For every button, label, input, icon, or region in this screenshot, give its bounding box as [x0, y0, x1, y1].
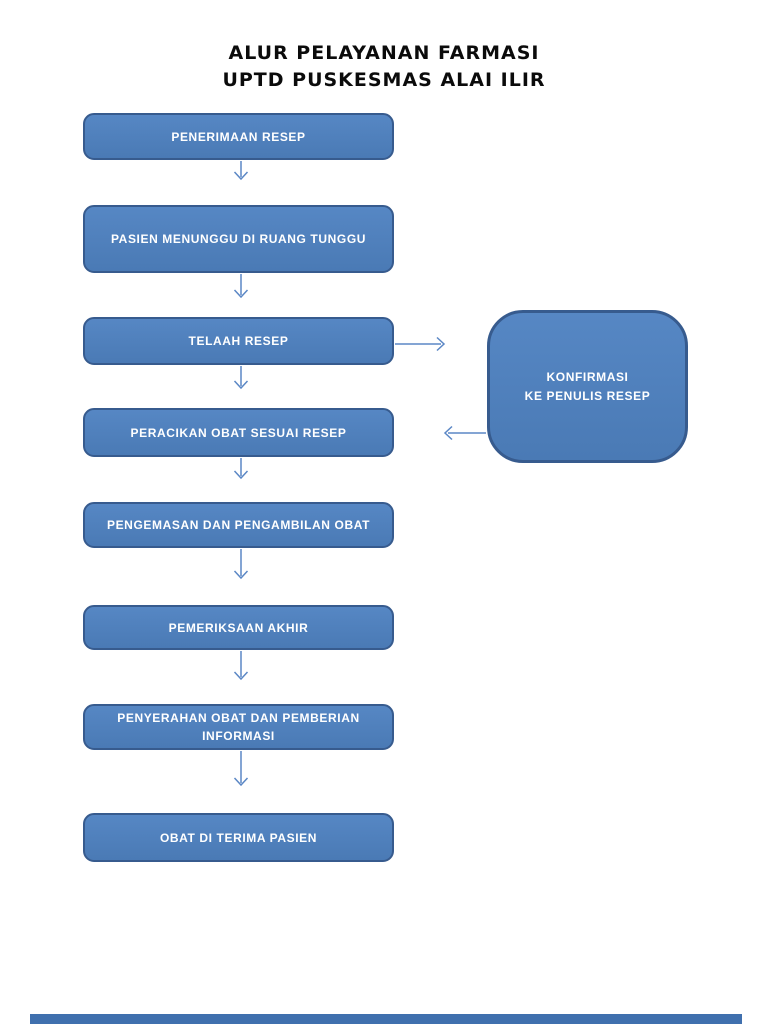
flow-step-label: PEMERIKSAAN AKHIR [168, 620, 309, 635]
flow-step-label: PERACIKAN OBAT SESUAI RESEP [130, 425, 347, 440]
flow-step-label: PASIEN MENUNGGU DI RUANG TUNGGU [110, 232, 367, 246]
konfirmasi-box: KONFIRMASI KE PENULIS RESEP [487, 310, 688, 463]
flow-step-peracikan-obat: PERACIKAN OBAT SESUAI RESEP [83, 408, 394, 457]
konfirmasi-line-1: KONFIRMASI [546, 369, 629, 384]
flow-step-telaah-resep: TELAAH RESEP [83, 317, 394, 365]
flow-step-label: PENGEMASAN DAN PENGAMBILAN OBAT [106, 518, 371, 532]
flow-step-obat-diterima: OBAT DI TERIMA PASIEN [83, 813, 394, 862]
flow-step-pasien-menunggu: PASIEN MENUNGGU DI RUANG TUNGGU [83, 205, 394, 273]
flow-step-penyerahan-obat: PENYERAHAN OBAT DAN PEMBERIAN INFORMASI [83, 704, 394, 750]
flow-step-pemeriksaan-akhir: PEMERIKSAAN AKHIR [83, 605, 394, 650]
arrow-down-1 [233, 161, 249, 181]
arrow-left-from-konfirmasi [443, 425, 486, 441]
flow-step-pengemasan: PENGEMASAN DAN PENGAMBILAN OBAT [83, 502, 394, 548]
konfirmasi-line-2: KE PENULIS RESEP [524, 388, 651, 403]
arrow-down-2 [233, 274, 249, 299]
bottom-page-strip [30, 1014, 742, 1024]
flow-step-label: OBAT DI TERIMA PASIEN [159, 830, 318, 845]
arrow-down-4 [233, 458, 249, 480]
diagram-title: ALUR PELAYANAN FARMASI UPTD PUSKESMAS AL… [0, 40, 768, 94]
arrow-down-5 [233, 549, 249, 580]
flow-step-label: PENYERAHAN OBAT DAN PEMBERIAN INFORMASI [117, 711, 360, 743]
arrow-down-3 [233, 366, 249, 390]
flow-step-label: TELAAH RESEP [188, 334, 289, 348]
arrow-down-7 [233, 751, 249, 787]
arrow-down-6 [233, 651, 249, 681]
diagram-title-line-2: UPTD PUSKESMAS ALAI ILIR [222, 69, 546, 91]
arrow-right-to-konfirmasi [395, 336, 446, 352]
flow-step-penerimaan-resep: PENERIMAAN RESEP [83, 113, 394, 160]
diagram-title-line-1: ALUR PELAYANAN FARMASI [228, 42, 540, 64]
flow-step-label: PENERIMAAN RESEP [171, 129, 306, 144]
